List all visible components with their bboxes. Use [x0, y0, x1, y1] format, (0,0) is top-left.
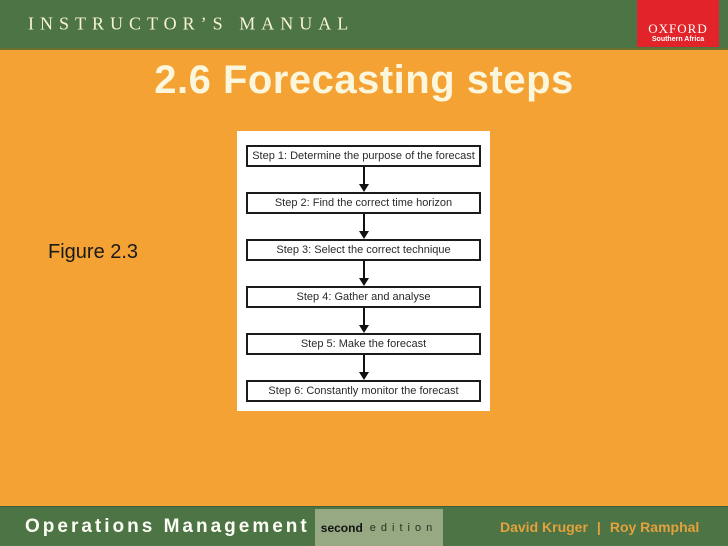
flowchart-step-3: Step 3: Select the correct technique [246, 239, 481, 261]
arrow-head [358, 372, 369, 380]
arrow-head [358, 231, 369, 239]
flowchart-step-5: Step 5: Make the forecast [246, 333, 481, 355]
flowchart-step-2: Step 2: Find the correct time horizon [246, 192, 481, 214]
down-arrow-icon [246, 308, 481, 333]
down-arrow-icon [246, 214, 481, 239]
flowchart-step-1: Step 1: Determine the purpose of the for… [246, 145, 481, 167]
arrow-head [358, 325, 369, 333]
instructors-manual-label: INSTRUCTOR’S MANUAL [28, 13, 355, 34]
author-separator: | [596, 518, 601, 535]
oxford-logo-subtitle: Southern Africa [651, 36, 705, 43]
arrow-stem [362, 261, 365, 278]
header-bar: INSTRUCTOR’S MANUAL OXFORD Southern Afri… [0, 0, 728, 50]
footer-bar: Operations Management second edition Dav… [0, 506, 728, 546]
authors: David Kruger | Roy Ramphal [500, 519, 699, 535]
arrow-stem [362, 214, 365, 231]
oxford-logo: OXFORD Southern Africa [637, 0, 719, 47]
arrow-head [358, 278, 369, 286]
author-second: Roy Ramphal [609, 518, 700, 535]
arrow-stem [362, 308, 365, 325]
book-title: Operations Management [25, 515, 310, 537]
edition-label: edition [369, 521, 438, 534]
flowchart-step-6: Step 6: Constantly monitor the forecast [246, 380, 481, 402]
edition-badge: second edition [315, 509, 443, 546]
oxford-logo-title: OXFORD [648, 21, 708, 36]
author-first: David Kruger [500, 518, 588, 535]
edition-word: second [320, 520, 363, 535]
flowchart-step-4: Step 4: Gather and analyse [246, 286, 481, 308]
arrow-head [358, 184, 369, 192]
page-title: 2.6 Forecasting steps [154, 58, 574, 102]
flowchart-panel: Step 1: Determine the purpose of the for… [237, 131, 490, 411]
down-arrow-icon [246, 167, 481, 192]
arrow-stem [362, 167, 365, 184]
arrow-stem [362, 355, 365, 372]
figure-label: Figure 2.3 [48, 241, 139, 263]
down-arrow-icon [246, 261, 481, 286]
down-arrow-icon [246, 355, 481, 380]
